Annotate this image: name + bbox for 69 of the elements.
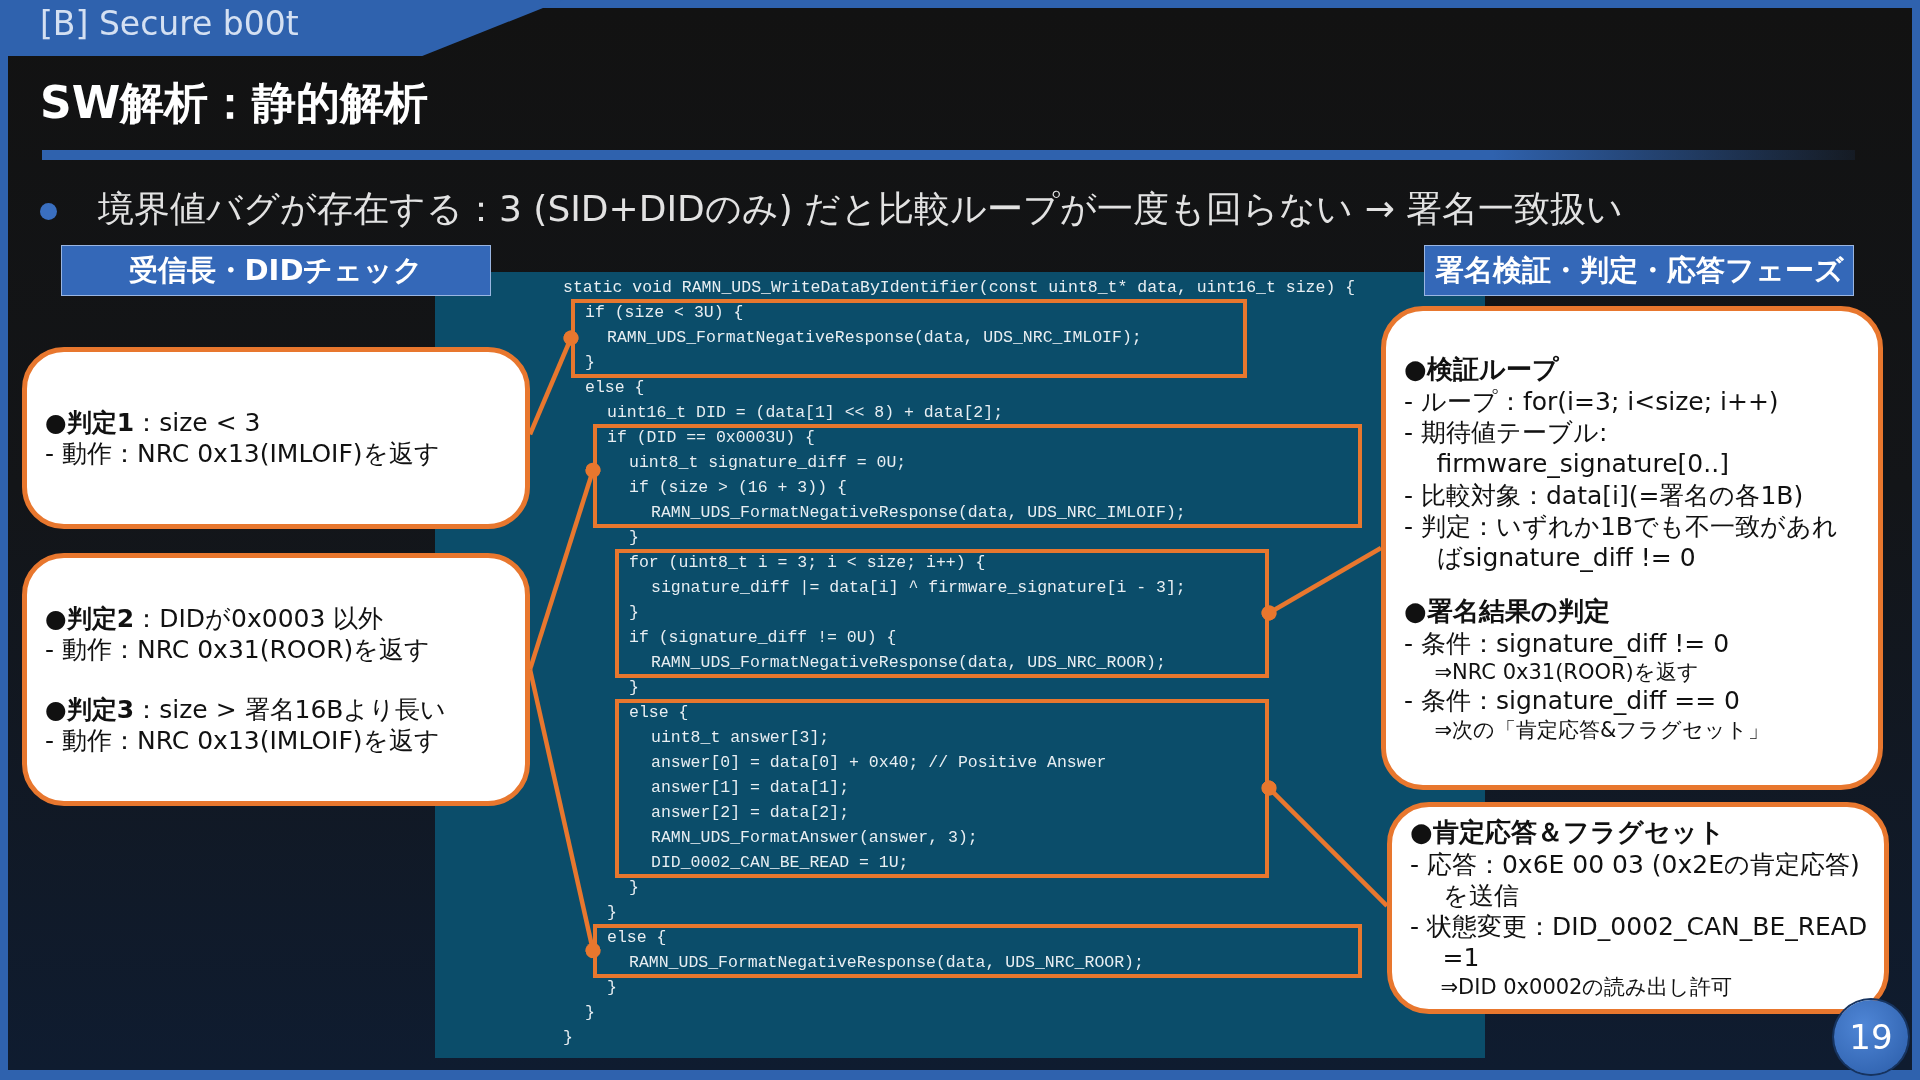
callout-heading: ●判定2：DIDが0x0003 以外 — [45, 603, 385, 635]
code-line: } — [585, 353, 595, 373]
callout-text: - 期待値テーブル: firmware_signature[0..] — [1404, 417, 1730, 480]
code-line: uint16_t DID = (data[1] << 8) + data[2]; — [607, 403, 1004, 423]
connector-line — [527, 330, 579, 436]
code-line: for (uint8_t i = 3; i < size; i++) { — [629, 553, 986, 573]
code-line: } — [629, 878, 639, 898]
code-line: else { — [607, 928, 667, 948]
callout-box — [1387, 802, 1889, 1014]
code-line: else { — [629, 703, 689, 723]
code-line: } — [607, 978, 617, 998]
section-header: 受信長・DIDチェック — [61, 245, 491, 296]
callout-heading: ●検証ループ — [1404, 353, 1560, 386]
code-line: answer[2] = data[2]; — [651, 803, 850, 823]
code-line: } — [629, 528, 639, 548]
callout-text: - 応答：0x6E 00 03 (0x2Eの肯定応答)を送信 — [1410, 848, 1861, 912]
callout-heading: ●判定1：size < 3 — [45, 406, 262, 438]
callout-box — [1381, 306, 1883, 790]
code-line: if (signature_diff != 0U) { — [629, 628, 897, 648]
callout-text: - 比較対象：data[i](=署名の各1B) — [1404, 479, 1805, 511]
callout-heading: ●判定3：size > 署名16Bより長い — [45, 693, 448, 725]
code-line: answer[1] = data[1]; — [651, 778, 850, 798]
callout-text: - 動作：NRC 0x31(ROOR)を返す — [45, 634, 432, 666]
code-line: } — [563, 1028, 573, 1048]
code-line: if (size < 3U) { — [585, 303, 744, 323]
code-line: } — [629, 678, 639, 698]
callout-text: - 条件：signature_diff != 0 — [1404, 627, 1731, 659]
code-line: if (size > (16 + 3)) { — [629, 478, 847, 498]
connector-line — [527, 462, 601, 671]
code-line: RAMN_UDS_FormatAnswer(answer, 3); — [651, 828, 978, 848]
highlight-box — [571, 298, 1247, 378]
code-line: RAMN_UDS_FormatNegativeResponse(data, UDS_NRC_IMLOIF); — [607, 328, 1142, 348]
callout-text: - ループ：for(i=3; i<size; i++) — [1404, 385, 1780, 417]
bullet-text: 境界値バグが存在する：3 (SID+DIDのみ) だと比較ループが一度も回らない → 署名一致扱い — [98, 187, 1624, 231]
slide-title: SW解析：静的解析 — [40, 76, 429, 130]
section-header: 署名検証・判定・応答フェーズ — [1424, 245, 1854, 296]
callout-text: - 動作：NRC 0x13(IMLOIF)を返す — [45, 724, 441, 756]
code-line: } — [607, 903, 617, 923]
callout-box — [22, 347, 530, 529]
callout-text: - 条件：signature_diff == 0 — [1404, 685, 1741, 717]
highlight-box — [615, 548, 1269, 678]
callout-text: - 判定：いずれか1Bでも不一致があればsignature_diff != 0 — [1404, 510, 1840, 574]
connector-line — [1261, 546, 1383, 621]
code-line: static void RAMN_UDS_WriteDataByIdentifier(const uint8_t* data, uint16_t size) { — [563, 278, 1356, 298]
code-line: if (DID == 0x0003U) { — [607, 428, 815, 448]
callout-note: ⇒DID 0x0002の読み出し許可 — [1439, 973, 1734, 1000]
highlight-box — [615, 698, 1269, 878]
callout-heading: ●署名結果の判定 — [1404, 595, 1611, 628]
callout-text: - 動作：NRC 0x13(IMLOIF)を返す — [45, 438, 441, 470]
code-line: RAMN_UDS_FormatNegativeResponse(data, UDS_NRC_ROOR); — [651, 653, 1166, 673]
highlight-box — [593, 423, 1362, 528]
code-line: RAMN_UDS_FormatNegativeResponse(data, UDS_NRC_IMLOIF); — [651, 503, 1186, 523]
code-line: uint8_t signature_diff = 0U; — [629, 453, 907, 473]
code-line: } — [585, 1003, 595, 1023]
highlight-box — [593, 923, 1362, 978]
callout-box — [22, 553, 530, 806]
callout-note: ⇒NRC 0x31(ROOR)を返す — [1433, 659, 1700, 686]
callout-note: ⇒次の「肯定応答&フラグセット」 — [1433, 716, 1771, 743]
code-line: answer[0] = data[0] + 0x40; // Positive Answer — [651, 753, 1107, 773]
connector-line — [527, 668, 601, 959]
code-line: DID_0002_CAN_BE_READ = 1U; — [651, 853, 909, 873]
connector-line — [1261, 780, 1389, 908]
code-line: signature_diff |= data[i] ^ firmware_signature[i - 3]; — [651, 578, 1186, 598]
code-line: uint8_t answer[3]; — [651, 728, 830, 748]
callout-heading: ●肯定応答＆フラグセット — [1410, 816, 1726, 849]
code-line: RAMN_UDS_FormatNegativeResponse(data, UDS_NRC_ROOR); — [629, 953, 1144, 973]
callout-text: - 状態変更：DID_0002_CAN_BE_READ =1 — [1410, 911, 1869, 974]
code-line: } — [629, 603, 639, 623]
code-line: else { — [585, 378, 645, 398]
